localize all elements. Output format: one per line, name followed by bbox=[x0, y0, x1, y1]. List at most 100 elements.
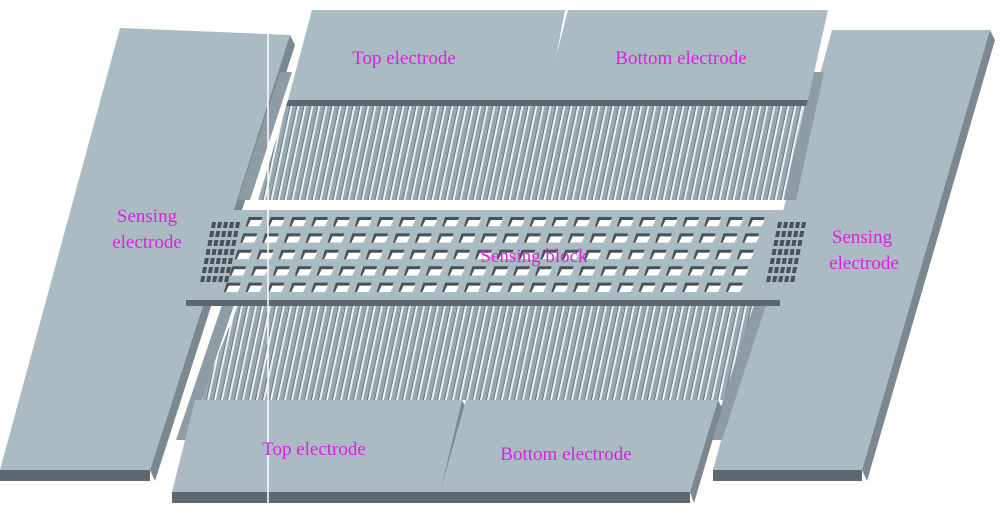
mesh-hole-opening bbox=[624, 269, 640, 276]
mesh-hole-opening bbox=[389, 252, 405, 260]
end-grid-cell bbox=[214, 267, 219, 273]
mesh-hole-opening bbox=[444, 220, 459, 227]
end-grid-cell bbox=[200, 276, 206, 282]
mesh-hole-opening bbox=[531, 220, 547, 227]
mesh-hole-opening bbox=[569, 236, 585, 243]
mesh-hole-opening bbox=[607, 252, 623, 260]
sensing-block-end-grid-left bbox=[200, 222, 240, 282]
end-grid-cell bbox=[229, 222, 234, 228]
mesh-hole-opening bbox=[253, 269, 268, 276]
mesh-hole-opening bbox=[242, 236, 258, 243]
end-grid-cell bbox=[789, 249, 795, 255]
end-grid-cell bbox=[769, 258, 775, 264]
mesh-hole-opening bbox=[340, 269, 356, 276]
mesh-hole-opening bbox=[247, 285, 263, 292]
end-grid-cell bbox=[227, 231, 233, 237]
end-grid-cell bbox=[777, 222, 782, 228]
upper-comb-drive bbox=[238, 72, 824, 200]
end-grid-cell bbox=[212, 276, 218, 282]
end-grid-cell bbox=[211, 222, 216, 228]
sensing-block-label: Sensing block bbox=[480, 246, 588, 267]
end-grid-cell bbox=[221, 258, 227, 264]
bottom-electrode-lower-label: Bottom electrode bbox=[500, 444, 632, 465]
top-electrode-lower-label: Top electrode bbox=[262, 439, 366, 460]
mesh-hole-opening bbox=[597, 220, 612, 227]
mesh-hole-opening bbox=[662, 285, 678, 292]
end-grid-cell bbox=[207, 240, 213, 246]
mesh-hole-opening bbox=[580, 269, 596, 276]
sensing-block bbox=[186, 210, 810, 306]
end-grid-cell bbox=[231, 240, 237, 246]
end-grid-cell bbox=[223, 249, 229, 255]
mesh-hole-opening bbox=[515, 269, 530, 276]
mesh-hole-opening bbox=[362, 269, 378, 276]
end-grid-cell bbox=[792, 267, 797, 273]
mesh-hole-opening bbox=[427, 269, 443, 276]
mesh-hole-opening bbox=[591, 236, 607, 243]
mesh-hole-opening bbox=[536, 269, 552, 276]
mesh-hole-opening bbox=[629, 252, 645, 260]
mesh-hole-opening bbox=[378, 220, 394, 227]
end-grid-cell bbox=[215, 258, 221, 264]
bottom-electrode-upper bbox=[543, 10, 828, 106]
end-grid-cell bbox=[795, 222, 800, 228]
top-electrode-upper bbox=[286, 10, 565, 106]
mesh-hole-opening bbox=[738, 252, 754, 260]
mesh-hole-opening bbox=[378, 285, 394, 292]
mesh-hole-opening bbox=[422, 220, 438, 227]
mesh-hole-opening bbox=[684, 285, 700, 292]
mesh-hole-opening bbox=[405, 269, 421, 276]
mesh-hole-opening bbox=[487, 220, 503, 227]
mesh-hole-opening bbox=[651, 252, 667, 260]
mesh-hole-opening bbox=[640, 285, 656, 292]
mesh-hole-opening bbox=[471, 269, 487, 276]
end-grid-cell bbox=[219, 240, 225, 246]
end-grid-cell bbox=[215, 231, 221, 237]
bottom-electrode-lower bbox=[440, 400, 722, 503]
end-grid-cell bbox=[781, 258, 787, 264]
mesh-hole-opening bbox=[678, 236, 694, 243]
mesh-hole-opening bbox=[269, 285, 285, 292]
mesh-hole-opening bbox=[695, 252, 711, 260]
mesh-hole-opening bbox=[602, 269, 618, 276]
mesh-hole-opening bbox=[367, 252, 383, 260]
end-grid-cell bbox=[233, 231, 239, 237]
mesh-hole-opening bbox=[313, 220, 328, 227]
end-grid-cell bbox=[227, 258, 233, 264]
mesh-hole-opening bbox=[526, 236, 541, 243]
mesh-hole-opening bbox=[345, 252, 361, 260]
end-grid-cell bbox=[205, 249, 211, 255]
sensing-electrode-right-side bbox=[713, 470, 862, 481]
end-grid-cell bbox=[225, 240, 231, 246]
mesh-hole-opening bbox=[749, 220, 765, 227]
mesh-hole-opening bbox=[482, 236, 498, 243]
mesh-hole-opening bbox=[318, 269, 334, 276]
mesh-hole-opening bbox=[635, 236, 651, 243]
end-grid-cell bbox=[203, 258, 209, 264]
mesh-hole-opening bbox=[744, 236, 760, 243]
mesh-hole-opening bbox=[334, 285, 350, 292]
mesh-hole-opening bbox=[225, 285, 241, 292]
mesh-hole-opening bbox=[673, 252, 689, 260]
mesh-hole-opening bbox=[236, 252, 252, 260]
mesh-hole-opening bbox=[706, 285, 721, 292]
bottom-electrode-lower-face bbox=[440, 400, 718, 492]
mesh-hole-opening bbox=[586, 252, 601, 260]
end-grid-cell bbox=[778, 276, 784, 282]
end-grid-cell bbox=[218, 276, 224, 282]
mesh-hole-opening bbox=[313, 285, 328, 292]
mesh-hole-opening bbox=[324, 252, 339, 260]
end-grid-cell bbox=[202, 267, 207, 273]
end-grid-cell bbox=[789, 222, 794, 228]
mesh-hole-opening bbox=[504, 236, 520, 243]
mesh-hole-opening bbox=[302, 252, 318, 260]
mesh-hole-opening bbox=[613, 236, 629, 243]
mesh-hole-opening bbox=[575, 285, 590, 292]
mesh-hole-opening bbox=[416, 236, 432, 243]
mesh-hole-opening bbox=[373, 236, 389, 243]
mesh-hole-opening bbox=[618, 285, 634, 292]
mesh-hole-opening bbox=[465, 285, 481, 292]
top-electrode-upper-label: Top electrode bbox=[352, 48, 456, 69]
